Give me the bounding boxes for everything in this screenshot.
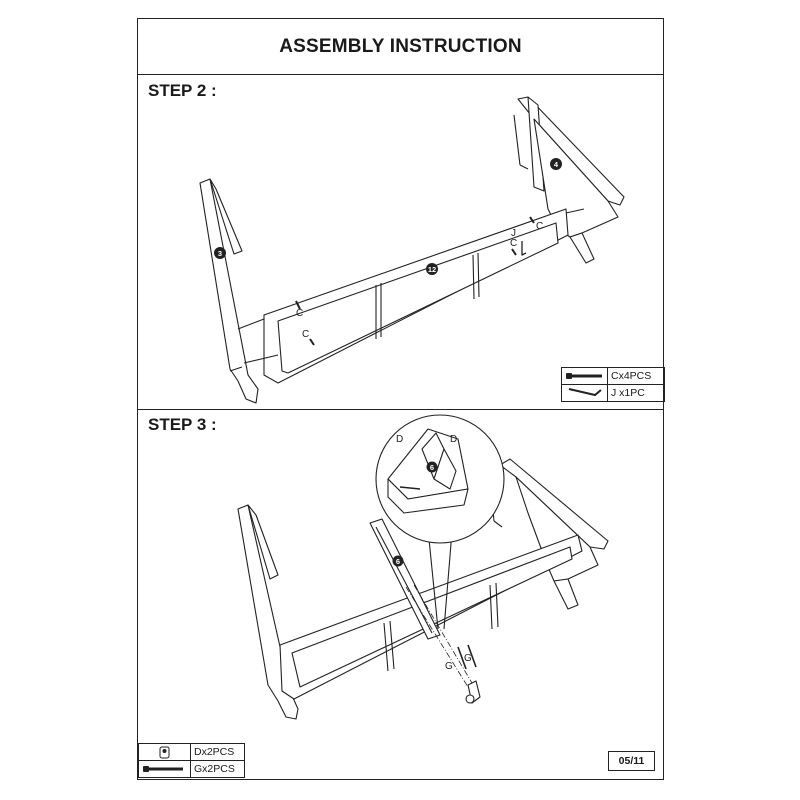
rail <box>369 518 441 640</box>
guide-lines <box>405 584 473 688</box>
badge-6-rail: 6 <box>392 555 404 567</box>
page-number: 05/11 <box>608 751 655 771</box>
part-number-6: 6 <box>396 557 400 566</box>
step-2-hardware-table: Cx4PCS J x1PC <box>561 367 665 402</box>
callout-c: C <box>510 238 517 249</box>
detail-view <box>375 414 505 630</box>
callout-d: D <box>396 434 403 445</box>
callout-j: J <box>511 228 516 239</box>
allen-key-mark <box>521 241 527 256</box>
callout-d: D <box>450 434 457 445</box>
hardware-qty: Gx2PCS <box>190 760 245 778</box>
callout-c: C <box>536 221 543 232</box>
step-2-label: STEP 2 : <box>148 81 217 100</box>
allen-key-icon <box>561 384 608 402</box>
cam-lock-icon <box>138 743 191 761</box>
bolts <box>457 644 477 670</box>
table-row: Cx4PCS <box>561 367 665 385</box>
callout-c: C <box>296 308 303 319</box>
table-row: Gx2PCS <box>138 760 245 778</box>
side-panel-left <box>199 178 259 404</box>
assembly-drawings: 3 4 12 6 6 C C C C J D D G G <box>199 96 625 720</box>
back-panel <box>237 208 585 384</box>
page-title: ASSEMBLY INSTRUCTION <box>279 35 522 57</box>
step-3-label: STEP 3 : <box>148 415 217 434</box>
callout-c: C <box>302 329 309 340</box>
table-row: J x1PC <box>561 384 665 402</box>
table-row: Dx2PCS <box>138 743 245 761</box>
callout-g: G <box>445 661 453 672</box>
screw-marks <box>295 216 535 346</box>
title-row: ASSEMBLY INSTRUCTION <box>138 19 663 75</box>
badge-3: 3 <box>214 247 226 259</box>
badge-12: 12 <box>426 263 438 275</box>
bolt-icon <box>561 367 608 385</box>
hardware-qty: Cx4PCS <box>607 367 665 385</box>
bolt-icon <box>138 760 191 778</box>
part-number-3: 3 <box>218 249 222 258</box>
part-number-12: 12 <box>428 265 436 274</box>
instruction-sheet: ASSEMBLY INSTRUCTION STEP 2 : STEP 3 : <box>137 18 665 780</box>
step-divider <box>138 409 663 410</box>
part-number-4: 4 <box>554 160 559 169</box>
badge-4: 4 <box>550 158 562 170</box>
badge-6-detail: 6 <box>426 461 438 473</box>
hardware-qty: J x1PC <box>607 384 665 402</box>
step-3-drawing <box>237 414 609 720</box>
callout-g: G <box>464 653 472 664</box>
part-number-6-detail: 6 <box>430 463 434 472</box>
hardware-qty: Dx2PCS <box>190 743 245 761</box>
step-3-hardware-table: Dx2PCS Gx2PCS <box>138 743 245 778</box>
step-2-drawing <box>199 96 625 404</box>
cam-lock <box>465 680 481 704</box>
side-panel-right <box>513 96 625 264</box>
